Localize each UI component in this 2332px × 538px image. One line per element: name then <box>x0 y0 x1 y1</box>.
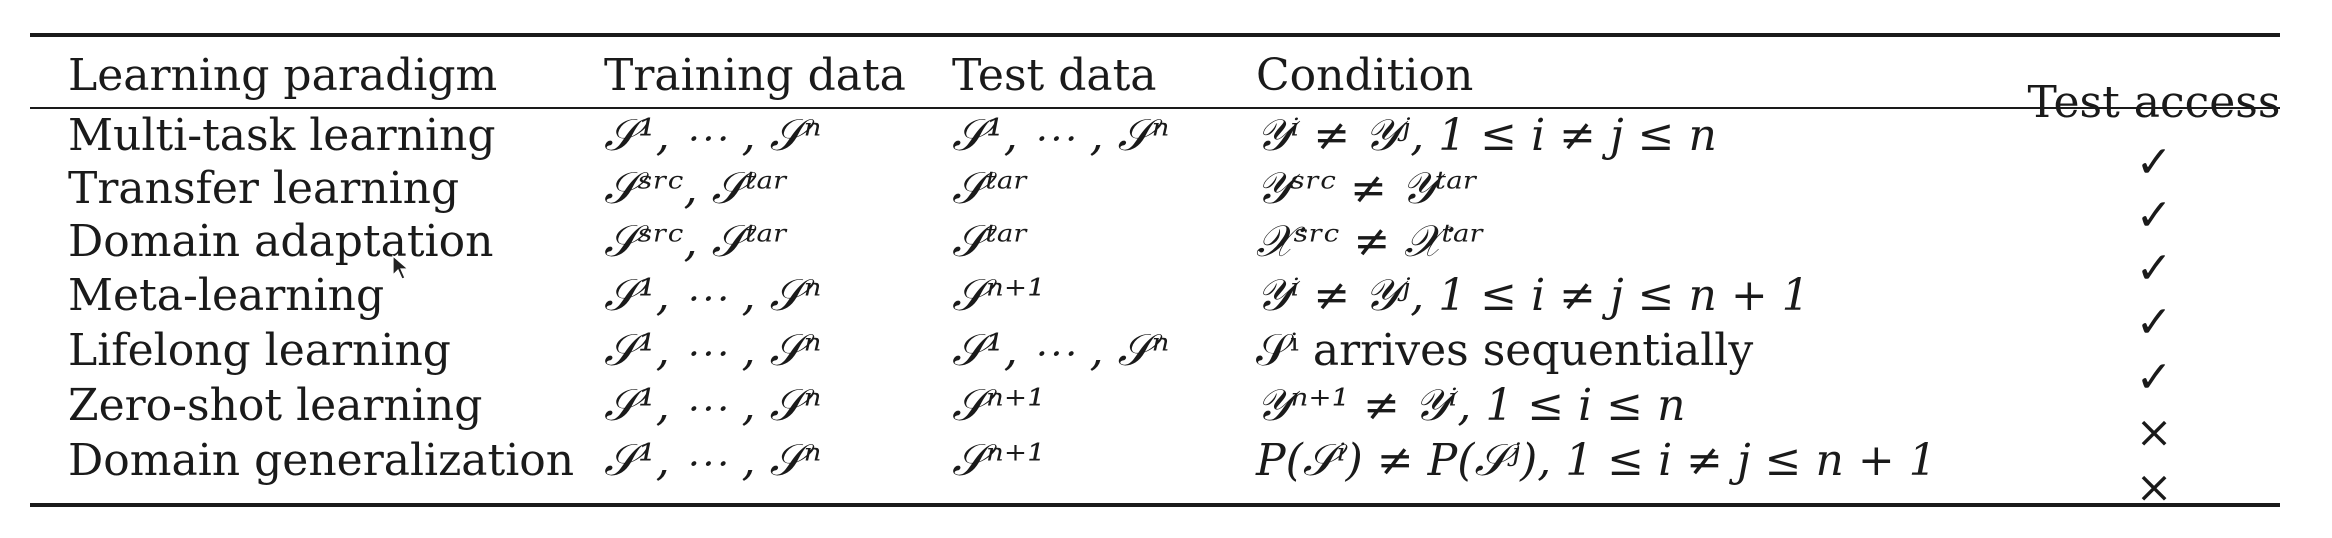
row-paradigm: Multi-task learning <box>68 110 496 161</box>
row-condition: 𝒮ⁱ arrives sequentially <box>1256 325 1754 376</box>
row-condition: 𝒳ˢʳᶜ ≠ 𝒳ᵗᵃʳ <box>1256 216 1485 267</box>
header-rule <box>30 107 2280 109</box>
row-test-data: 𝒮ⁿ⁺¹ <box>952 380 1045 431</box>
row-training-data: 𝒮ˢʳᶜ, 𝒮ᵗᵃʳ <box>604 163 789 214</box>
row-condition: 𝒴ⁱ ≠ 𝒴ʲ, 1 ≤ i ≠ j ≤ n + 1 <box>1256 270 1810 321</box>
header-learning-paradigm: Learning paradigm <box>68 50 498 101</box>
row-test-data: 𝒮ⁿ⁺¹ <box>952 435 1045 486</box>
row-paradigm: Lifelong learning <box>68 325 451 376</box>
header-training-data: Training data <box>604 50 906 101</box>
row-condition: 𝒴ˢʳᶜ ≠ 𝒴ᵗᵃʳ <box>1256 163 1479 214</box>
row-condition: P(𝒮ⁱ) ≠ P(𝒮ʲ), 1 ≤ i ≠ j ≤ n + 1 <box>1256 435 1937 486</box>
row-condition: 𝒴ⁱ ≠ 𝒴ʲ, 1 ≤ i ≠ j ≤ n <box>1256 110 1717 161</box>
row-condition: 𝒴ⁿ⁺¹ ≠ 𝒴ⁱ, 1 ≤ i ≤ n <box>1256 380 1686 431</box>
row-paradigm: Domain generalization <box>68 435 575 486</box>
row-paradigm: Zero-shot learning <box>68 380 483 431</box>
row-training-data: 𝒮¹, ⋯ , 𝒮ⁿ <box>604 325 822 376</box>
row-training-data: 𝒮¹, ⋯ , 𝒮ⁿ <box>604 380 822 431</box>
row-test-data: 𝒮¹, ⋯ , 𝒮ⁿ <box>952 325 1170 376</box>
row-training-data: 𝒮¹, ⋯ , 𝒮ⁿ <box>604 270 822 321</box>
row-training-data: 𝒮ˢʳᶜ, 𝒮ᵗᵃʳ <box>604 216 789 267</box>
row-paradigm: Transfer learning <box>68 163 460 214</box>
row-test-data: 𝒮¹, ⋯ , 𝒮ⁿ <box>952 110 1170 161</box>
row-training-data: 𝒮¹, ⋯ , 𝒮ⁿ <box>604 435 822 486</box>
row-paradigm: Meta-learning <box>68 270 385 321</box>
row-paradigm: Domain adaptation <box>68 216 494 267</box>
row-test-data: 𝒮ᵗᵃʳ <box>952 216 1029 267</box>
row-training-data: 𝒮¹, ⋯ , 𝒮ⁿ <box>604 110 822 161</box>
top-rule <box>30 33 2280 37</box>
row-test-data: 𝒮ᵗᵃʳ <box>952 163 1029 214</box>
mouse-cursor-icon <box>392 255 410 280</box>
header-condition: Condition <box>1256 50 1474 101</box>
bottom-rule <box>30 503 2280 507</box>
row-test-data: 𝒮ⁿ⁺¹ <box>952 270 1045 321</box>
header-test-data: Test data <box>952 50 1157 101</box>
